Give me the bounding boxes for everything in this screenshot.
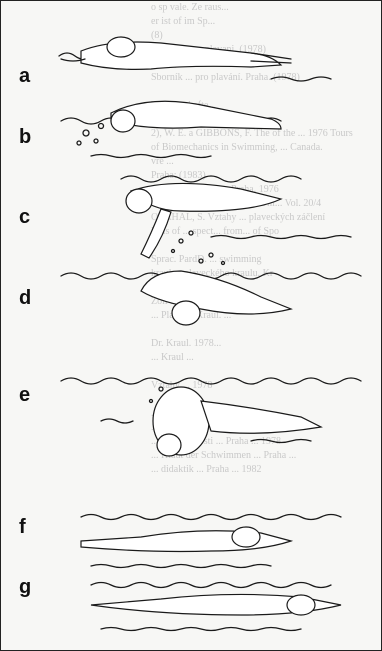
panel-label-a: a [19, 65, 30, 88]
panel-label-g: g [19, 576, 31, 599]
panel-b-drawing [61, 101, 281, 157]
panel-c-drawing [121, 176, 351, 258]
panel-g-drawing [91, 583, 341, 631]
panel-a-drawing [59, 37, 331, 81]
panel-label-d: d [19, 287, 31, 310]
panel-f-drawing [81, 515, 341, 568]
panel-label-b: b [19, 126, 31, 149]
panel-label-f: f [19, 516, 26, 539]
panel-label-c: c [19, 206, 30, 229]
panel-label-e: e [19, 384, 30, 407]
panel-d-drawing [61, 253, 361, 325]
panel-e-drawing [61, 378, 361, 456]
